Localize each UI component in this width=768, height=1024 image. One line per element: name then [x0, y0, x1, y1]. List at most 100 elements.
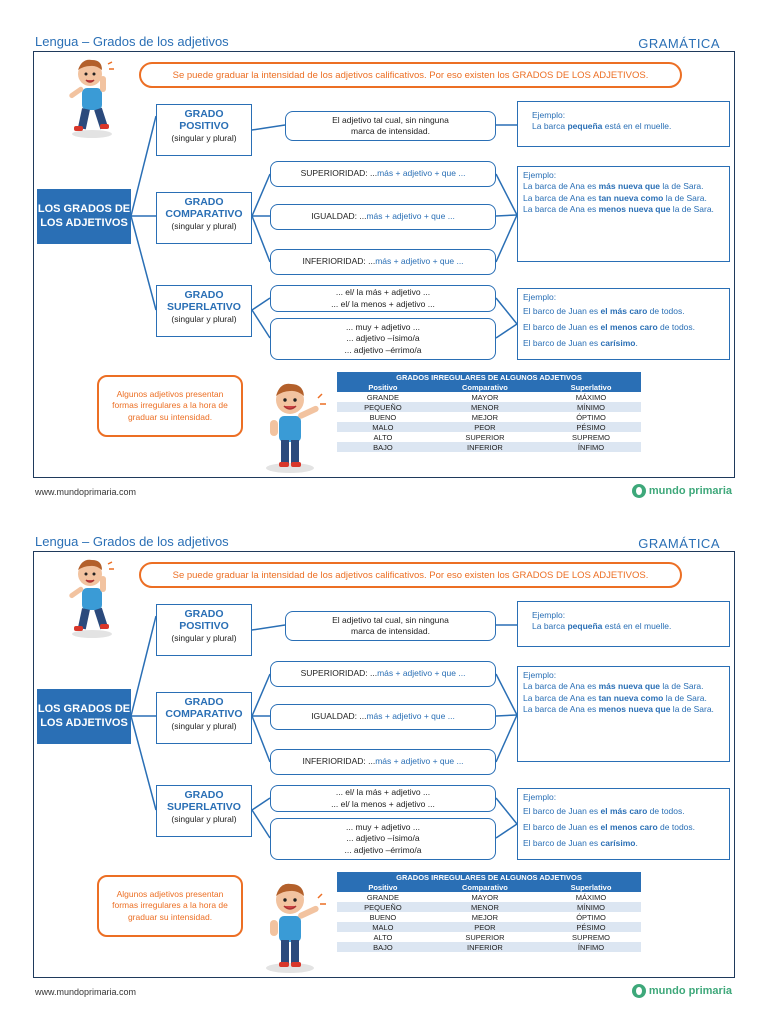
page-header-title: Lengua – Grados de los adjetivos	[35, 34, 229, 49]
igualdad-rule: IGUALDAD: ... más + adjetivo + que ...	[270, 204, 496, 230]
example-positivo-post: está en el muelle.	[602, 121, 672, 132]
inferioridad-rule: INFERIORIDAD: ... más + adjetivo + que .…	[270, 749, 496, 775]
superioridad-formula: más + adjetivo + que ...	[377, 668, 466, 679]
example-superlativo-l2-pre: El barco de Juan es	[523, 322, 601, 333]
superioridad-rule: SUPERIORIDAD: ... más + adjetivo + que .…	[270, 161, 496, 187]
example-superlativo-l1-post: de todos.	[647, 306, 685, 317]
grado-superlativo-sub: (singular y plural)	[171, 814, 237, 825]
example-comparativo-l2-strong: tan nueva como	[598, 692, 664, 703]
example-positivo-pre: La barca	[532, 121, 568, 132]
example-superlativo-l2-pre: El barco de Juan es	[523, 822, 601, 833]
grado-superlativo-title-2: SUPERLATIVO	[167, 801, 241, 814]
page-header-subject: GRAMÁTICA	[638, 536, 720, 551]
positivo-rule-line1: El adjetivo tal cual, sin ninguna	[332, 114, 449, 125]
table-caption: GRADOS IRREGULARES DE ALGUNOS ADJETIVOS	[337, 372, 641, 382]
superioridad-rule: SUPERIORIDAD: ... más + adjetivo + que .…	[270, 661, 496, 687]
table-cell: BAJO	[337, 942, 429, 952]
grado-comparativo-box: GRADO COMPARATIVO (singular y plural)	[156, 692, 252, 744]
superlativo-rule-a1: ... el/ la más + adjetivo ...	[335, 287, 431, 298]
example-superlativo-l2-strong: el menos caro	[600, 822, 658, 833]
example-superlativo-l2-strong: el menos caro	[600, 322, 658, 333]
boy-pointing-illustration	[266, 883, 326, 973]
table-cell: SUPREMO	[572, 432, 610, 442]
example-comparativo-box: Ejemplo: La barca de Ana es más nueva qu…	[517, 166, 730, 262]
website-url-link[interactable]: www.mundoprimaria.com	[35, 987, 137, 997]
example-positivo-line: La barca pequeña está en el muelle.	[532, 121, 724, 132]
superlativo-absolute-rule: ... muy + adjetivo ... ... adjetivo –ísi…	[270, 318, 496, 360]
example-comparativo-l2-post: la de Sara.	[663, 692, 707, 703]
table-cell: MÁXIMO	[575, 392, 607, 402]
mundo-primaria-logo: mundo primaria	[631, 484, 732, 498]
example-comparativo-l3-pre: La barca de Ana es	[523, 704, 599, 715]
example-superlativo-l2-post: de todos.	[657, 322, 696, 333]
table-cell: SUPERIOR	[465, 932, 505, 942]
table-cell: INFERIOR	[428, 942, 542, 952]
irregular-adjectives-table: GRADOS IRREGULARES DE ALGUNOS ADJETIVOS …	[337, 872, 641, 952]
grado-superlativo-title-1: GRADO	[184, 789, 224, 801]
example-superlativo-l3-post: .	[635, 838, 638, 849]
positivo-rule-line1: El adjetivo tal cual, sin ninguna	[332, 614, 449, 625]
example-comparativo-l3: La barca de Ana es menos nueva que la de…	[523, 204, 724, 215]
table-header-comparativo: Comparativo	[428, 882, 542, 892]
table-cell: MALO	[337, 422, 429, 432]
boy-pointing-illustration	[266, 383, 326, 473]
website-url-link[interactable]: www.mundoprimaria.com	[35, 487, 137, 497]
example-comparativo-l2-strong: tan nueva como	[598, 192, 664, 203]
example-comparativo-l1: La barca de Ana es más nueva que la de S…	[523, 181, 724, 192]
table-cell: INFERIOR	[428, 442, 542, 452]
grado-comparativo-title-2: COMPARATIVO	[165, 708, 243, 721]
table-header-superlativo: Superlativo	[541, 382, 641, 392]
example-comparativo-l2-post: la de Sara.	[663, 192, 707, 203]
table-cell: PEOR	[428, 922, 542, 932]
inferioridad-formula: más + adjetivo + que ...	[375, 256, 464, 267]
grado-comparativo-sub: (singular y plural)	[171, 221, 237, 232]
table-cell: PEQUEÑO	[337, 402, 429, 412]
igualdad-label: IGUALDAD: ...	[311, 211, 367, 222]
table-header-comparativo: Comparativo	[428, 382, 542, 392]
grado-superlativo-title-2: SUPERLATIVO	[167, 301, 241, 314]
irregular-note-callout: Algunos adjetivos presentan formas irreg…	[97, 875, 243, 937]
table-cell: MEJOR	[471, 912, 499, 922]
content-frame	[33, 551, 735, 978]
table-cell: GRANDE	[366, 892, 399, 902]
table-cell: MENOR	[428, 902, 542, 912]
table-cell: MALO	[337, 922, 429, 932]
example-superlativo-l1-strong: el más caro	[600, 806, 648, 817]
example-comparativo-l2: La barca de Ana es tan nueva como la de …	[523, 193, 724, 204]
example-superlativo-box: Ejemplo: El barco de Juan es el más caro…	[517, 788, 730, 860]
grado-comparativo-title-1: GRADO	[184, 196, 224, 208]
igualdad-formula: más + adjetivo + que ...	[366, 211, 455, 222]
example-positivo-pre: La barca	[532, 621, 568, 632]
example-superlativo-l2-post: de todos.	[657, 822, 696, 833]
connector-lines	[130, 615, 518, 839]
example-comparativo-l3-post: la de Sara.	[670, 204, 714, 215]
grado-comparativo-title-2: COMPARATIVO	[165, 208, 243, 221]
example-superlativo-l1: El barco de Juan es el más caro de todos…	[523, 303, 724, 319]
superioridad-formula: más + adjetivo + que ...	[377, 168, 466, 179]
inferioridad-label: INFERIORIDAD: ...	[302, 756, 376, 767]
example-superlativo-l3-strong: carísimo	[600, 338, 636, 349]
superioridad-label: SUPERIORIDAD: ...	[300, 668, 378, 679]
grado-comparativo-title-1: GRADO	[184, 696, 224, 708]
boy-waving-illustration	[69, 559, 114, 638]
table-cell: MÍNIMO	[541, 402, 641, 412]
example-comparativo-l3: La barca de Ana es menos nueva que la de…	[523, 704, 724, 715]
irregular-note-callout: Algunos adjetivos presentan formas irreg…	[97, 375, 243, 437]
example-comparativo-head: Ejemplo:	[523, 670, 557, 680]
example-comparativo-l1-strong: más nueva que	[598, 181, 661, 192]
intro-callout: Se puede graduar la intensidad de los ad…	[139, 562, 682, 588]
superlativo-rule-b3: ... adjetivo –érrimo/a	[344, 844, 422, 855]
example-positivo-box: Ejemplo: La barca pequeña está en el mue…	[517, 601, 730, 647]
example-comparativo-l3-strong: menos nueva que	[598, 204, 671, 215]
content-frame	[33, 51, 735, 478]
grado-positivo-title-2: POSITIVO	[179, 120, 229, 133]
example-comparativo-l2: La barca de Ana es tan nueva como la de …	[523, 693, 724, 704]
page-header-subject: GRAMÁTICA	[638, 36, 720, 51]
grado-positivo-title-1: GRADO	[184, 608, 224, 620]
grado-superlativo-box: GRADO SUPERLATIVO (singular y plural)	[156, 785, 252, 837]
